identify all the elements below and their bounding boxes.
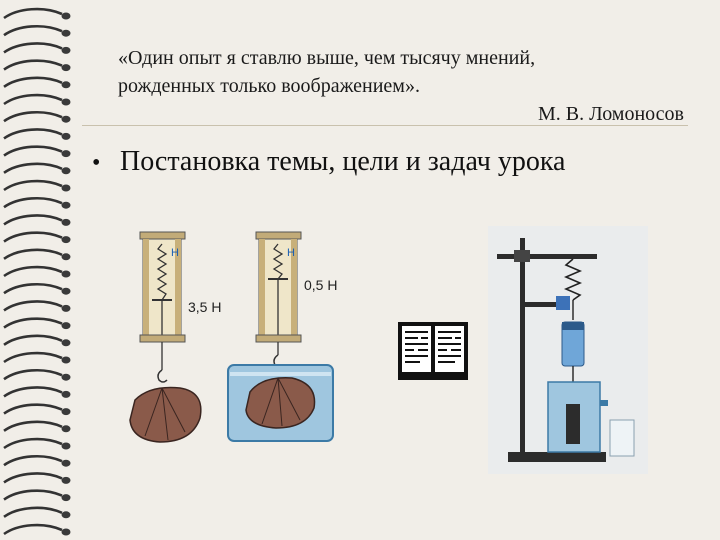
binding-ring <box>3 523 63 536</box>
binding-hole <box>61 218 71 226</box>
binding-ring <box>3 76 63 88</box>
binding-hole <box>61 339 71 347</box>
epigraph-quote: «Один опыт я ставлю выше, чем тысячу мне… <box>118 44 684 128</box>
binding-ring <box>3 42 63 54</box>
binding-hole <box>61 390 71 398</box>
bullet-text: Постановка темы, цели и задач урока <box>120 146 566 177</box>
binding-hole <box>61 46 71 54</box>
stone-in-air <box>129 386 202 443</box>
binding-ring <box>3 489 63 501</box>
binding-hole <box>61 322 71 330</box>
binding-hole <box>61 373 71 381</box>
binding-hole <box>61 184 71 192</box>
binding-ring <box>3 455 63 467</box>
binding-ring <box>3 197 63 209</box>
binding-hole <box>61 287 71 295</box>
binding-ring <box>3 420 63 432</box>
binding-hole <box>61 132 71 140</box>
binding-ring <box>3 128 63 140</box>
binding-ring <box>3 248 63 260</box>
binding-hole <box>61 115 71 123</box>
bullet-dot-icon: • <box>92 150 101 176</box>
binding-hole <box>61 81 71 89</box>
binding-hole <box>61 425 71 433</box>
binding-hole <box>61 150 71 158</box>
binding-ring <box>3 283 63 295</box>
binding-ring <box>3 334 63 346</box>
binding-ring <box>3 351 63 364</box>
binding-ring <box>3 472 63 484</box>
binding-ring <box>3 162 63 174</box>
binding-ring <box>3 265 63 278</box>
binding-hole <box>61 98 71 106</box>
binding-ring <box>3 93 63 106</box>
binding-hole <box>61 494 71 502</box>
binding-ring <box>3 59 63 71</box>
binding-ring <box>3 386 63 398</box>
binding-ring <box>3 214 63 226</box>
binding-ring <box>3 145 63 157</box>
binding-hole <box>61 476 71 484</box>
binding-hole <box>61 29 71 37</box>
quote-line-2: рожденных только воображением». <box>118 75 420 97</box>
book-icon <box>398 322 468 380</box>
spiral-binding <box>3 7 71 536</box>
reading-in-air: 3,5 Н <box>188 299 221 315</box>
binding-hole <box>61 270 71 278</box>
spring-scale-air: Н 3,5 Н <box>139 231 221 383</box>
binding-ring <box>3 231 63 243</box>
binding-ring <box>3 437 63 450</box>
lab-stand-apparatus <box>488 226 648 474</box>
binding-hole <box>61 64 71 72</box>
spring-scale-water: Н 0,5 Н <box>255 231 337 368</box>
binding-hole <box>61 304 71 312</box>
binding-hole <box>61 253 71 261</box>
binding-ring <box>3 179 63 192</box>
reading-in-water: 0,5 Н <box>304 277 337 293</box>
binding-hole <box>61 236 71 244</box>
scale-unit-1: Н <box>171 247 179 259</box>
binding-hole <box>61 12 71 20</box>
binding-hole <box>61 459 71 467</box>
binding-ring <box>3 403 63 415</box>
binding-hole <box>61 408 71 416</box>
binding-hole <box>61 442 71 450</box>
quote-line-1: «Один опыт я ставлю выше, чем тысячу мне… <box>118 47 536 69</box>
binding-ring <box>3 369 63 381</box>
binding-hole <box>61 356 71 364</box>
binding-hole <box>61 201 71 209</box>
stone-in-water <box>245 377 316 429</box>
binding-ring <box>3 300 63 312</box>
binding-hole <box>61 528 71 536</box>
binding-hole <box>61 511 71 519</box>
binding-ring <box>3 7 63 20</box>
binding-ring <box>3 111 63 123</box>
binding-ring <box>3 506 63 518</box>
binding-ring <box>3 25 63 37</box>
quote-author: М. В. Ломоносов <box>538 103 684 125</box>
bullet-item: • Постановка темы, цели и задач урока <box>92 146 565 178</box>
binding-ring <box>3 317 63 329</box>
divider-line <box>82 125 688 126</box>
binding-hole <box>61 167 71 175</box>
scale-unit-2: Н <box>287 247 295 259</box>
